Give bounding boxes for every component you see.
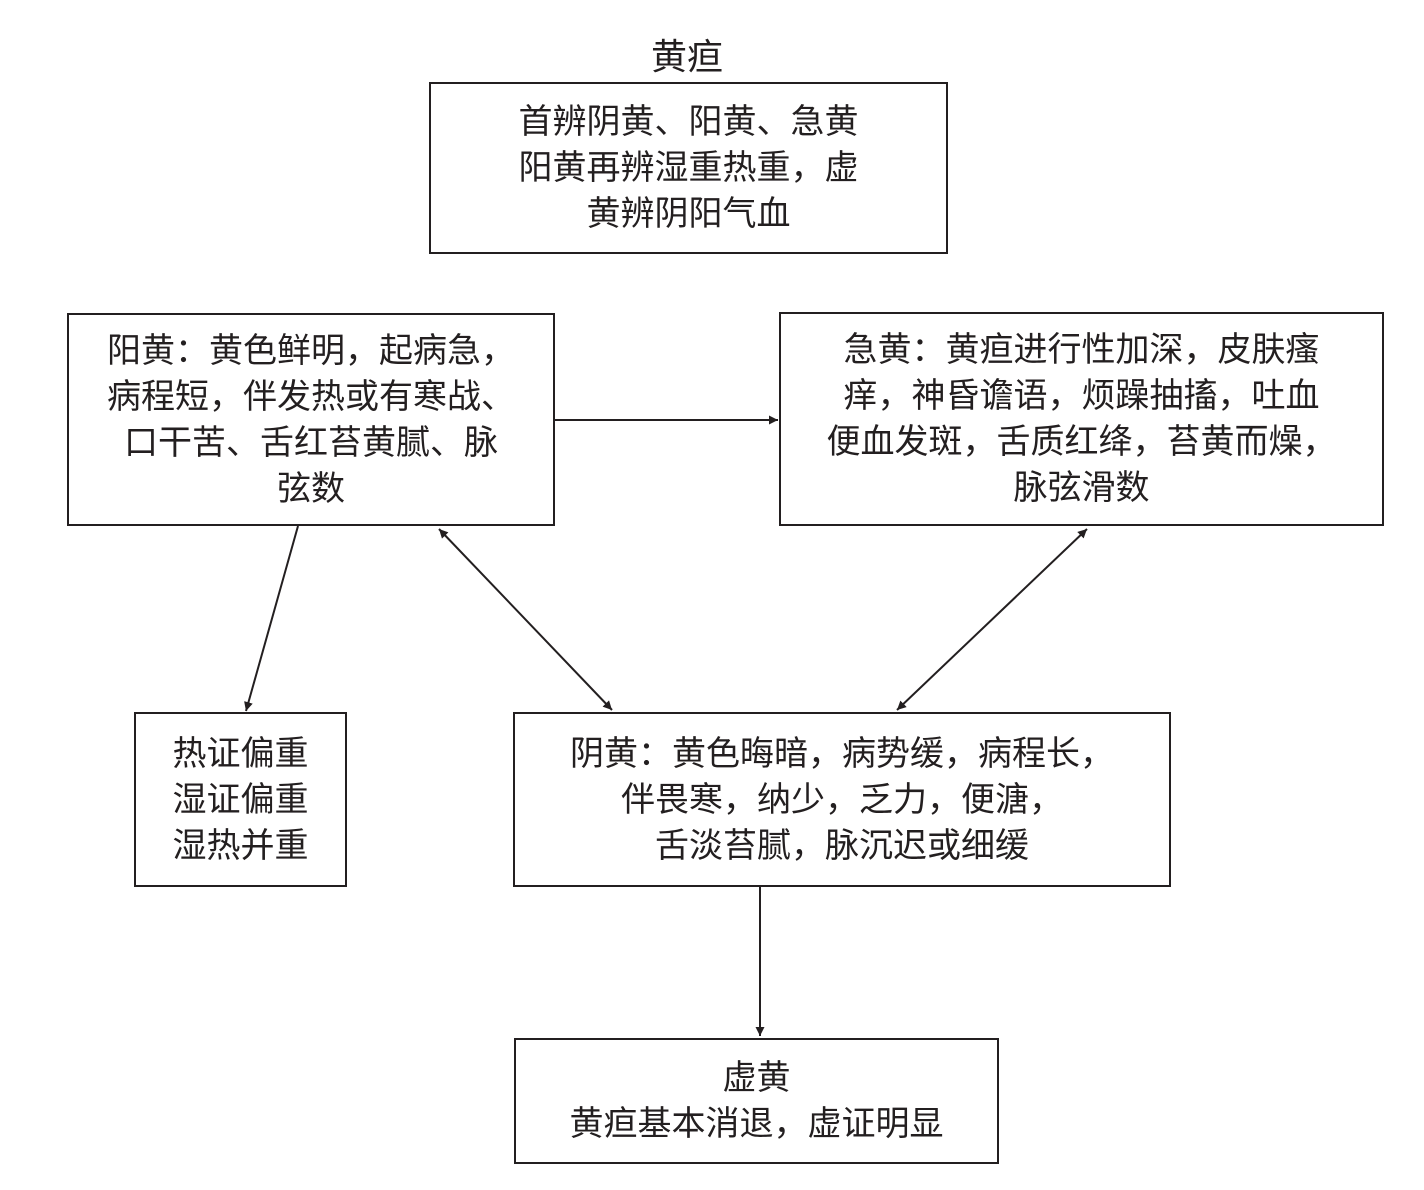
node-text-line: 急黄：黄疸进行性加深，皮肤瘙 xyxy=(843,330,1320,370)
node-text-line: 舌淡苔腻，脉沉迟或细缓 xyxy=(655,825,1029,866)
node-text-line: 口干苦、舌红苔黄腻、脉 xyxy=(124,422,498,463)
node-re-shi-classification: 热证偏重 湿证偏重 湿热并重 xyxy=(134,712,347,887)
node-text-line: 湿热并重 xyxy=(172,825,309,866)
node-text-line: 首辨阴黄、阳黄、急黄 xyxy=(518,102,859,142)
node-text-line: 阳黄再辨湿重热重，虚 xyxy=(518,148,859,188)
node-text-line: 病程短，伴发热或有寒战、 xyxy=(107,376,515,417)
node-text-line: 湿证偏重 xyxy=(172,779,309,820)
node-text-line: 痒，神昏谵语，烦躁抽搐，吐血 xyxy=(843,376,1320,416)
node-text-line: 伴畏寒，纳少，乏力，便溏， xyxy=(621,779,1063,820)
node-text-line: 黄辨阴阳气血 xyxy=(586,194,791,234)
node-top-differentiation: 首辨阴黄、阳黄、急黄 阳黄再辨湿重热重，虚 黄辨阴阳气血 xyxy=(429,82,948,254)
arrow-yang-yin-bidirectional xyxy=(438,528,613,711)
node-text-line: 便血发斑，舌质红绛，苔黄而燥， xyxy=(826,422,1337,462)
node-text-line: 热证偏重 xyxy=(172,733,309,774)
arrow-yang-to-re xyxy=(244,525,299,712)
diagram-title: 黄疸 xyxy=(650,37,723,78)
arrow-ji-yin-bidirectional xyxy=(896,528,1088,711)
node-text-line: 阴黄：黄色晦暗，病势缓，病程长， xyxy=(570,733,1114,774)
node-text-line: 阳黄：黄色鲜明，起病急， xyxy=(107,330,515,371)
node-yang-huang: 阳黄：黄色鲜明，起病急， 病程短，伴发热或有寒战、 口干苦、舌红苔黄腻、脉 弦数 xyxy=(67,313,555,526)
node-text-line: 虚黄 xyxy=(722,1058,791,1098)
node-xu-huang: 虚黄 黄疸基本消退，虚证明显 xyxy=(514,1038,999,1164)
node-ji-huang: 急黄：黄疸进行性加深，皮肤瘙 痒，神昏谵语，烦躁抽搐，吐血 便血发斑，舌质红绛，… xyxy=(779,312,1384,526)
node-yin-huang: 阴黄：黄色晦暗，病势缓，病程长， 伴畏寒，纳少，乏力，便溏， 舌淡苔腻，脉沉迟或… xyxy=(513,712,1171,887)
node-text-line: 脉弦滑数 xyxy=(1013,468,1150,508)
node-text-line: 弦数 xyxy=(277,468,345,509)
node-text-line: 黄疸基本消退，虚证明显 xyxy=(569,1104,944,1144)
